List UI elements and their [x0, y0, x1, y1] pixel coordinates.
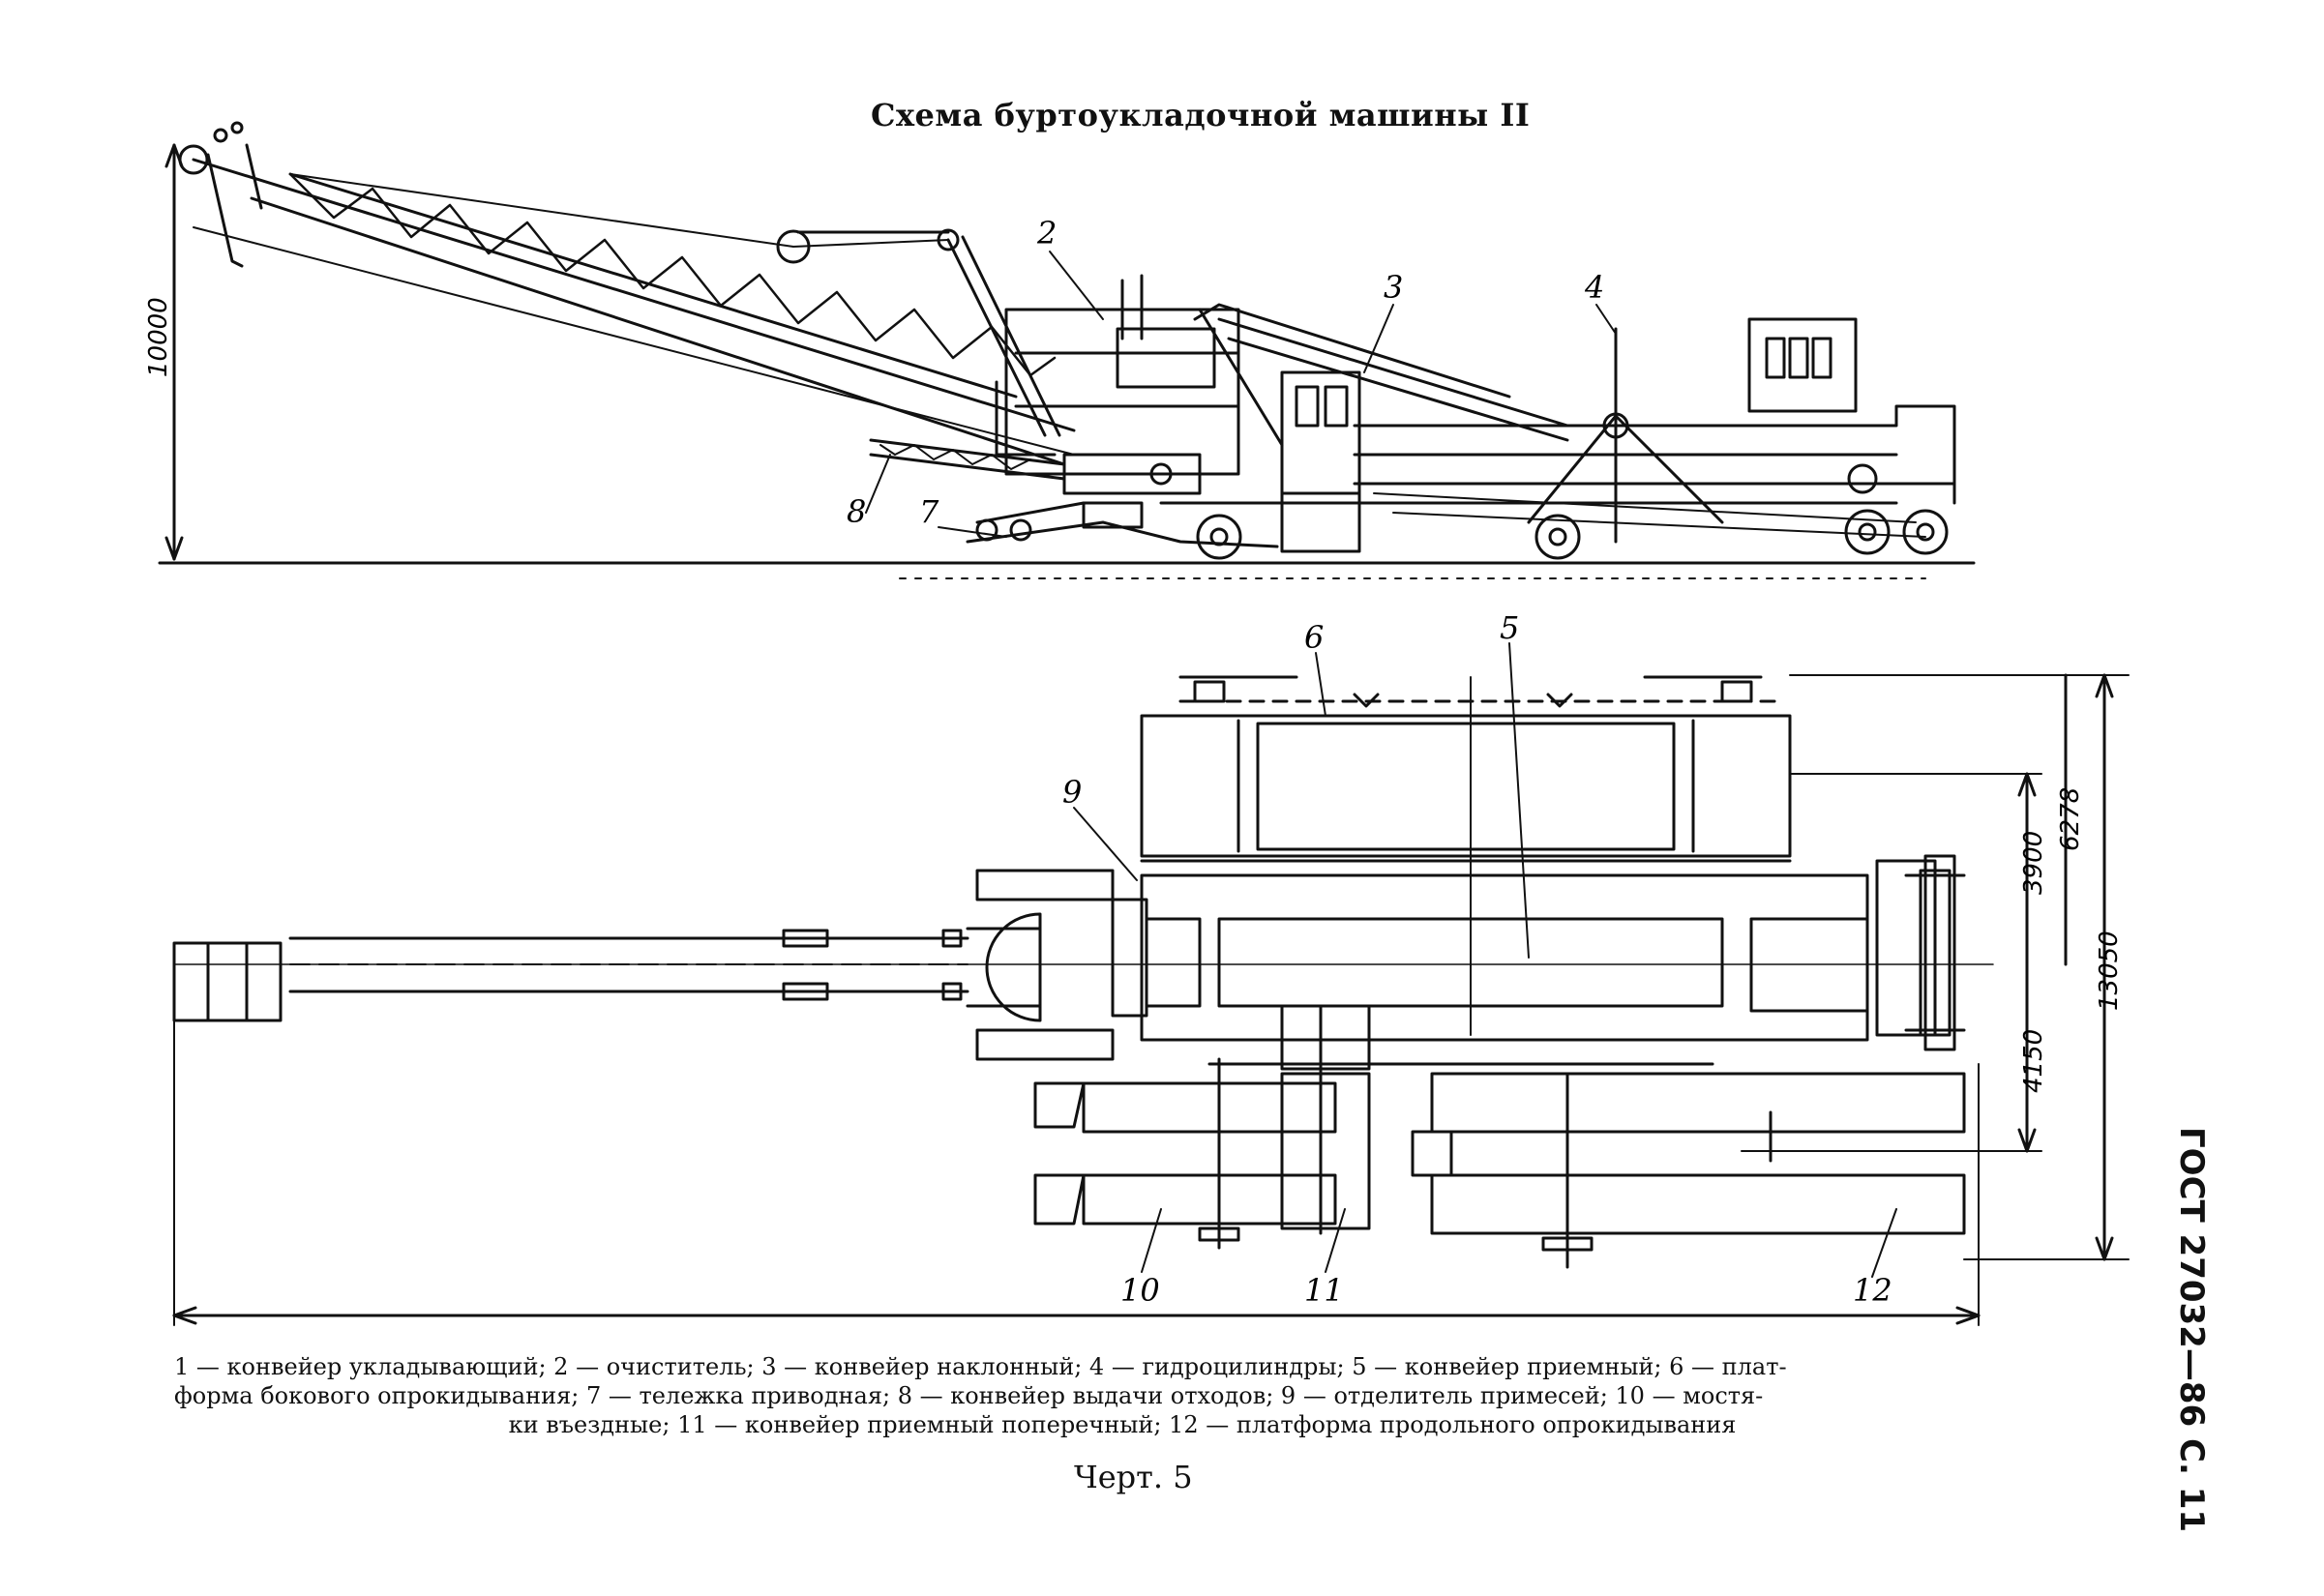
label-12: 12	[1853, 1272, 1892, 1309]
dimension-4150: 4150	[2019, 1029, 2048, 1093]
label-11: 11	[1304, 1272, 1344, 1309]
wheel	[1196, 514, 1242, 560]
height-dimension-value: 10000	[144, 297, 173, 377]
gost-page-stamp: ГОСТ 27032—86 С. 11	[2162, 1127, 2220, 1532]
legend-line: форма бокового опрокидывания; 7 — тележк…	[174, 1382, 1764, 1409]
figure-legend: 1 — конвейер укладывающий; 2 — очистител…	[174, 1352, 2071, 1439]
receiving-conveyor	[1140, 676, 1952, 1042]
cross-receiving-conveyor	[1207, 1004, 1714, 1235]
label-8: 8	[847, 493, 866, 530]
impurity-separator	[966, 869, 1202, 1061]
label-9: 9	[1062, 774, 1082, 811]
drive-bogie	[966, 501, 1279, 548]
entrance-ramps	[1033, 1057, 1337, 1250]
plan-dimensions	[172, 673, 2130, 1326]
wheel	[1902, 509, 1949, 555]
label-4: 4	[1584, 269, 1604, 306]
longitudinal-tipping-platform	[1411, 1072, 1966, 1269]
wheel	[1844, 509, 1891, 555]
figure-number: Черт. 5	[1074, 1459, 1193, 1495]
legend-line: ки въездные; 11 — конвейер приемный попе…	[508, 1411, 1737, 1438]
rear-operator-cab	[1747, 317, 1858, 413]
label-5: 5	[1500, 609, 1519, 646]
dimension-3900: 3900	[2019, 831, 2048, 895]
side-tipping-platform	[1140, 675, 1792, 863]
drawing-title: Схема буртоукладочной машины II	[871, 97, 1531, 133]
side-view	[158, 121, 1976, 579]
label-6: 6	[1304, 619, 1324, 656]
dimension-13050: 13050	[2095, 931, 2124, 1011]
legend-line: 1 — конвейер укладывающий; 2 — очистител…	[174, 1353, 1787, 1380]
inclined-conveyor-cabin	[1193, 303, 1511, 553]
label-10: 10	[1120, 1272, 1160, 1309]
plan-view	[172, 642, 2130, 1326]
wheels	[975, 509, 1949, 560]
label-7: 7	[919, 493, 939, 530]
stacking-conveyor-boom	[178, 121, 1076, 466]
label-3: 3	[1384, 269, 1403, 306]
stacking-conveyor-plan	[172, 929, 1994, 1022]
waste-conveyor	[869, 438, 1066, 481]
wheel	[1534, 514, 1581, 560]
dimension-6278: 6278	[2056, 787, 2085, 851]
main-frame	[1159, 317, 1956, 544]
label-2: 2	[1036, 215, 1057, 251]
gost-stamp-text: ГОСТ 27032—86 С. 11	[2172, 1127, 2211, 1533]
